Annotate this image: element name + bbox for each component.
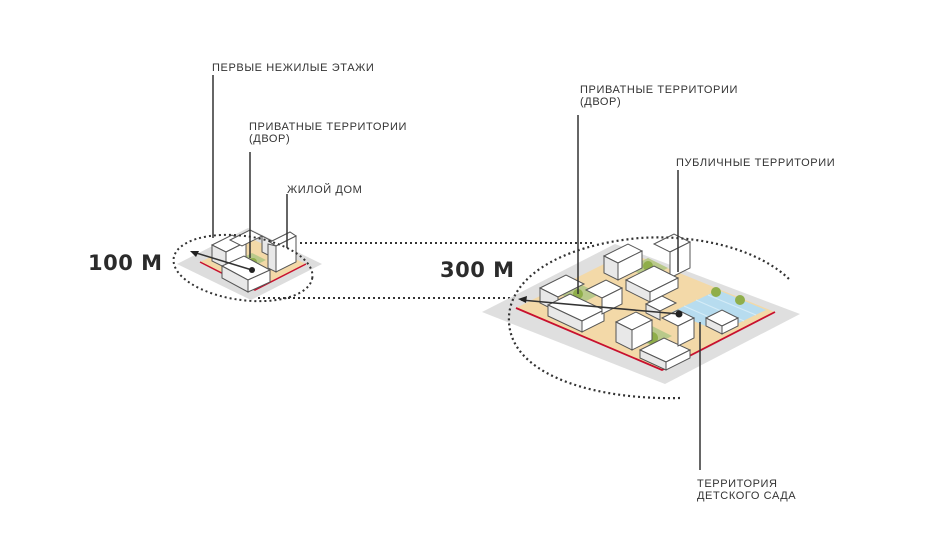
large-dotted-ellipse	[507, 236, 791, 400]
label-private-small-line1: ПРИВАТНЫЕ ТЕРРИТОРИИ	[249, 121, 407, 133]
label-private-large-line2: (ДВОР)	[580, 96, 622, 108]
small-center-dot	[249, 267, 255, 273]
large-buildings	[538, 233, 696, 371]
small-red-border	[199, 261, 307, 291]
small-block	[172, 228, 322, 303]
scale-large: 300 М	[440, 258, 515, 282]
kindergarten-tree-2	[735, 295, 745, 305]
label-kindergarten-line1: ТЕРРИТОРИЯ	[697, 478, 778, 490]
label-private-small-line2: (ДВОР)	[249, 133, 291, 145]
large-red-border	[515, 307, 776, 371]
kindergarten-building	[704, 309, 740, 335]
label-first-floors: ПЕРВЫЕ НЕЖИЛЫЕ ЭТАЖИ	[212, 62, 375, 74]
large-center-dot	[675, 310, 683, 318]
kindergarten-tree-1	[711, 287, 721, 297]
label-kindergarten-line2: ДЕТСКОГО САДА	[697, 490, 797, 502]
large-block	[482, 233, 800, 400]
label-residential-house: ЖИЛОЙ ДОМ	[287, 184, 363, 196]
leader-lines	[212, 75, 701, 470]
large-radius-line	[520, 299, 680, 315]
small-arrow-head	[190, 251, 199, 257]
scale-small: 100 М	[88, 251, 163, 275]
large-arrow-head	[518, 296, 527, 303]
connector-lines	[258, 242, 592, 299]
small-buildings	[210, 229, 297, 293]
label-private-large-line1: ПРИВАТНЫЕ ТЕРРИТОРИИ	[580, 84, 738, 96]
label-public-territories: ПУБЛИЧНЫЕ ТЕРРИТОРИИ	[676, 157, 836, 169]
small-dotted-ellipse	[172, 233, 314, 303]
small-radius-line	[192, 251, 253, 271]
